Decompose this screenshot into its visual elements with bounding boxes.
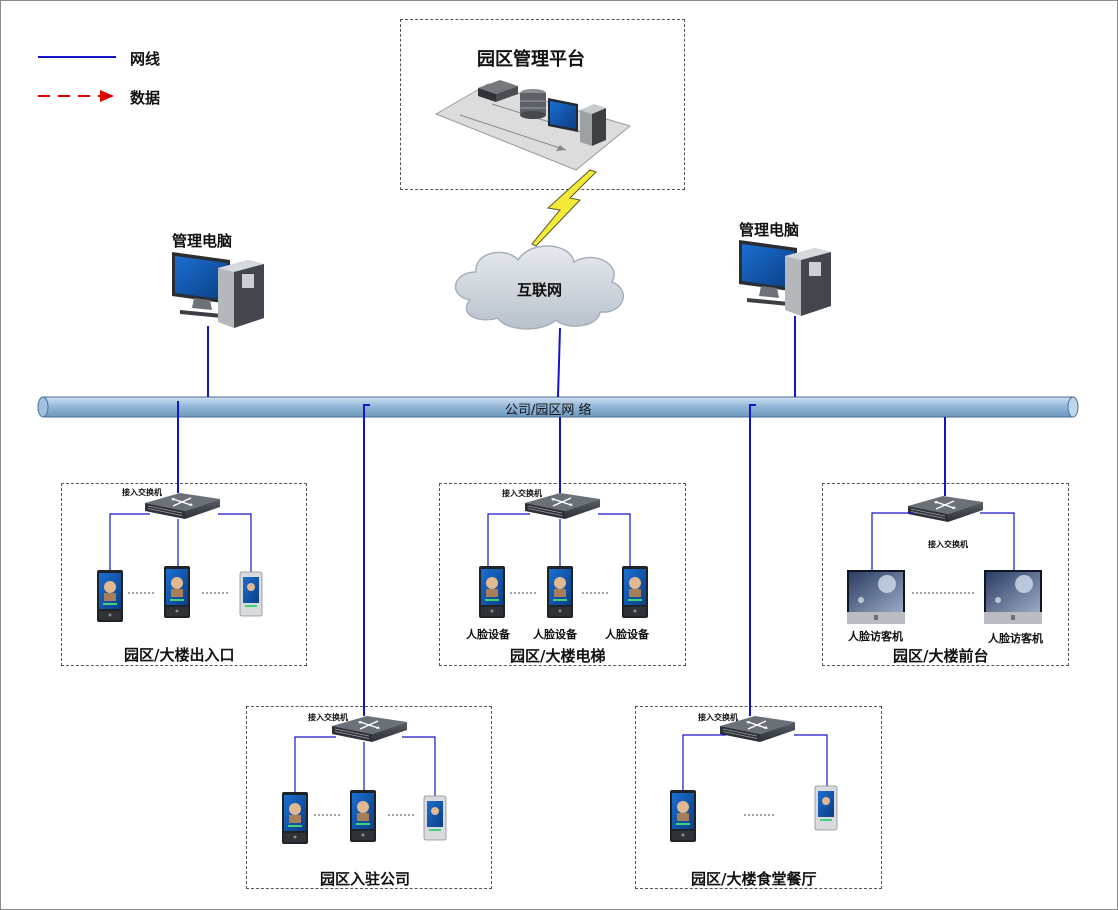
management-pc-left-label: 管理电脑: [172, 232, 233, 250]
face-device-icon: [282, 792, 308, 844]
internet-cloud-icon: [454, 245, 624, 330]
zone-company: [282, 715, 447, 844]
switch-label: 接入交换机: [122, 488, 162, 497]
platform-box: [400, 19, 685, 190]
face-device-silver-icon: [814, 785, 838, 831]
visitor-kiosk-icon: [984, 570, 1042, 624]
lightning-bolt-icon: [531, 169, 597, 247]
switch-label: 接入交换机: [928, 540, 968, 549]
face-device-icon: [547, 566, 573, 618]
zone-canteen-title: 园区/大楼食堂餐厅: [691, 870, 817, 888]
face-device-icon: [479, 566, 505, 618]
legend-network-label: 网线: [130, 50, 161, 68]
legend-data-label: 数据: [130, 89, 161, 107]
face-device-icon: [350, 790, 376, 842]
management-pc-right-label: 管理电脑: [739, 221, 800, 239]
network-uplinks: [177, 316, 946, 716]
face-device-silver-icon: [423, 795, 447, 841]
device-label: 人脸设备: [533, 628, 577, 641]
zone-entrance-title: 园区/大楼出入口: [124, 646, 235, 664]
zone-elevator-title: 园区/大楼电梯: [510, 647, 606, 665]
zone-company-box: [246, 706, 492, 889]
zone-entrance-box: [61, 483, 307, 666]
platform-title: 园区管理平台: [477, 49, 585, 70]
platform-illustration: [434, 80, 632, 171]
zone-company-title: 园区入驻公司: [320, 870, 411, 888]
switch-label: 接入交换机: [698, 713, 738, 722]
zone-canteen: [670, 715, 838, 842]
backbone-pipe: [37, 396, 1079, 418]
internet-label: 互联网: [517, 281, 563, 299]
face-device-icon: [164, 566, 190, 618]
management-pc-right-icon: [739, 240, 831, 316]
face-device-silver-icon: [239, 571, 263, 617]
backbone-label: 公司/园区网 络: [505, 403, 592, 418]
face-device-icon: [622, 566, 648, 618]
visitor-kiosk-icon: [847, 570, 905, 624]
switch-label: 接入交换机: [502, 489, 542, 498]
device-label: 人脸访客机: [988, 632, 1043, 645]
zone-canteen-box: [635, 706, 882, 889]
face-device-icon: [97, 570, 123, 622]
zone-entrance: [97, 492, 263, 622]
switch-icon: [907, 495, 984, 523]
face-device-icon: [670, 790, 696, 842]
management-pc-left-icon: [172, 252, 264, 328]
zone-elevator-box: [439, 483, 686, 666]
device-label: 人脸访客机: [848, 630, 903, 643]
zone-reception: [847, 495, 1042, 624]
zone-reception-title: 园区/大楼前台: [893, 647, 989, 665]
device-label: 人脸设备: [466, 628, 510, 641]
zone-elevator: [479, 492, 648, 618]
switch-label: 接入交换机: [308, 713, 348, 722]
legend-data-arrowhead: [100, 90, 114, 102]
device-label: 人脸设备: [605, 628, 649, 641]
